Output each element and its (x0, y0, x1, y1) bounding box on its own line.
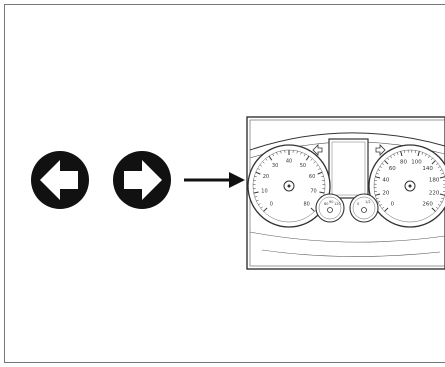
dial-tick (428, 155, 430, 159)
dial-tick (379, 166, 383, 168)
dial-tick (439, 193, 445, 196)
dial-tick (256, 199, 259, 202)
left-signal-small-icon (312, 144, 323, 156)
dial-tick (254, 175, 257, 178)
dial-tick (384, 207, 389, 212)
dial-tick (424, 153, 427, 157)
dial-tick (400, 151, 403, 157)
dial-tick (376, 197, 379, 200)
center-display (328, 138, 369, 199)
dial-label: 60 (309, 174, 315, 180)
dial-tick (305, 155, 310, 161)
dial-tick (257, 168, 260, 170)
dial-tick (431, 207, 436, 212)
dial-label: 140 (422, 166, 433, 172)
dial-tick (381, 206, 385, 209)
dial-tick (375, 193, 381, 196)
dial-tick (260, 206, 263, 209)
dial-tick (319, 191, 325, 194)
pointer-arrow-icon (184, 172, 245, 188)
dial-label: 80 (400, 160, 407, 166)
dial-tick (393, 153, 396, 157)
dial-tick (262, 161, 265, 164)
dial-label: 0 (391, 202, 395, 208)
dial-tick (276, 152, 278, 155)
svg-text:90: 90 (329, 200, 333, 204)
dial-label: 50 (300, 163, 306, 169)
dial-label: 180 (429, 177, 440, 183)
dial-tick (379, 204, 383, 206)
dial-tick (375, 176, 381, 179)
svg-text:1/2: 1/2 (365, 200, 371, 204)
dial-label: 100 (411, 160, 422, 166)
dial-tick (303, 153, 306, 157)
dial-label: 10 (261, 189, 267, 195)
dial-label: 260 (422, 202, 433, 208)
dial-tick (315, 164, 319, 167)
dial-tick (439, 176, 445, 179)
svg-text:60: 60 (324, 202, 328, 206)
dial-tick (431, 160, 436, 165)
right-signal-small-icon (375, 144, 386, 156)
small-gauge-right: 0 1/2 (349, 193, 379, 223)
dial-tick (441, 197, 444, 200)
dial-label: 30 (272, 163, 278, 169)
dial-tick (318, 168, 321, 170)
dial-tick (437, 204, 441, 206)
dial-label: 80 (303, 201, 309, 207)
svg-text:120: 120 (334, 202, 341, 206)
dial-label: 20 (382, 190, 389, 196)
dial-tick (280, 150, 282, 154)
dial-tick (253, 191, 259, 194)
dial-tick (430, 157, 433, 161)
dial-tick (417, 151, 420, 157)
dial-tick (272, 153, 275, 157)
dial-tick (296, 150, 298, 154)
dial-tick (255, 171, 261, 175)
dial-tick (300, 152, 302, 155)
dial-tick (310, 158, 313, 161)
dial-tick (313, 161, 316, 164)
dial-label: 20 (263, 174, 269, 180)
right-arrow-indicator-icon (113, 151, 171, 209)
svg-text:0: 0 (357, 202, 359, 206)
dial-label: 70 (310, 189, 316, 195)
dial-tick (254, 196, 258, 198)
dial-label: 40 (286, 159, 292, 165)
dial-tick (384, 160, 389, 165)
dial-label: 220 (429, 190, 440, 196)
dial-tick (377, 169, 381, 172)
dial-tick (321, 175, 324, 178)
dial-tick (390, 155, 392, 159)
dial-tick (259, 164, 263, 167)
dial-tick (437, 166, 441, 168)
dial-tick (265, 158, 268, 161)
dial-tick (441, 172, 444, 175)
dial-tick (377, 200, 381, 203)
dial-tick (310, 207, 315, 212)
dial-tick (381, 163, 385, 166)
dial-tick (387, 157, 390, 161)
dial-tick (421, 152, 424, 155)
dial-tick (439, 169, 443, 172)
dial-label: 0 (270, 201, 273, 207)
dial-tick (258, 203, 261, 206)
dial-tick (439, 200, 443, 203)
dial-label: 60 (389, 166, 396, 172)
dial-tick (263, 207, 268, 212)
dial-tick (317, 171, 323, 175)
left-arrow-indicator-icon (31, 151, 89, 209)
dial-tick (435, 206, 439, 209)
dial-label: 40 (382, 177, 389, 183)
dial-tick (376, 172, 379, 175)
dial-tick (396, 152, 399, 155)
small-gauge-left: 60 90 120 (315, 193, 345, 223)
dial-tick (435, 163, 439, 166)
dial-tick (268, 155, 273, 161)
